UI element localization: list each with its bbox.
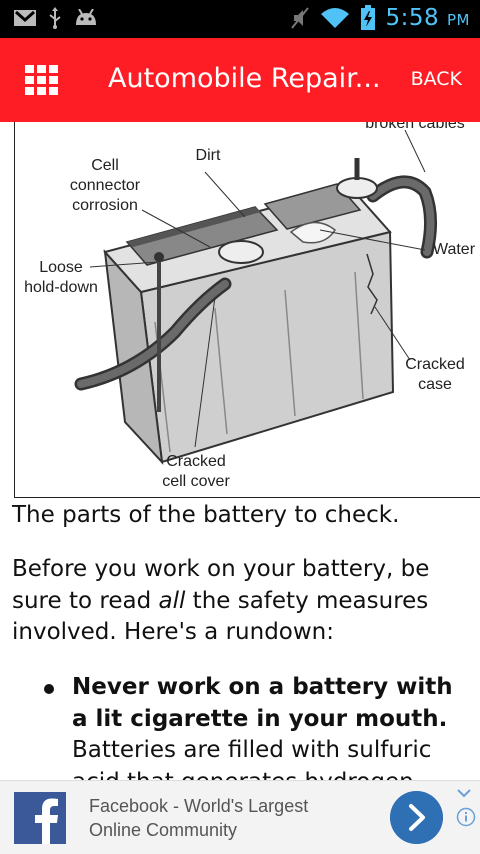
- gmail-icon: [14, 10, 36, 26]
- callout-cracked-cell-cover: Cracked cell cover: [162, 453, 230, 490]
- callout-cell-connector-corrosion: Cell connector corrosion: [69, 157, 141, 214]
- callout-broken-cables: broken cables: [365, 122, 465, 132]
- callout-cracked-case: Cracked case: [405, 356, 465, 393]
- wifi-icon: [320, 8, 349, 28]
- status-bar: 5:58 PM: [0, 0, 480, 38]
- app-title: Automobile Repair...: [108, 63, 381, 94]
- battery-illustration: [74, 129, 437, 465]
- android-icon: [76, 9, 96, 25]
- bullet-dot: [44, 684, 54, 694]
- grid-menu-icon[interactable]: [25, 65, 59, 95]
- ad-arrow-button[interactable]: [390, 791, 443, 844]
- callout-water: Water: [432, 241, 476, 258]
- ad-text[interactable]: Facebook - World's Largest Online Commun…: [89, 796, 309, 840]
- facebook-logo-icon: [14, 792, 66, 844]
- ad-banner[interactable]: Facebook - World's Largest Online Commun…: [0, 780, 480, 854]
- usb-icon: [49, 7, 61, 29]
- figure-caption: The parts of the battery to check.: [12, 502, 400, 528]
- intro-paragraph: Before you work on your battery, be sure…: [12, 556, 430, 645]
- mute-icon: [290, 7, 309, 29]
- status-time: 5:58 PM: [385, 5, 470, 31]
- callout-loose-hold-down: Loose hold-down: [24, 259, 98, 296]
- list-item: Never work on a battery with a lit cigar…: [72, 674, 453, 780]
- info-icon[interactable]: [456, 807, 476, 827]
- chevron-down-icon[interactable]: [456, 787, 472, 799]
- back-button[interactable]: BACK: [410, 68, 462, 90]
- article-content[interactable]: broken cables Cell connector corrosion D…: [0, 122, 480, 780]
- battery-diagram: broken cables Cell connector corrosion D…: [14, 122, 480, 498]
- callout-dirt: Dirt: [195, 147, 221, 164]
- app-bar: Automobile Repair... BACK: [0, 38, 480, 122]
- battery-charging-icon: [360, 5, 375, 30]
